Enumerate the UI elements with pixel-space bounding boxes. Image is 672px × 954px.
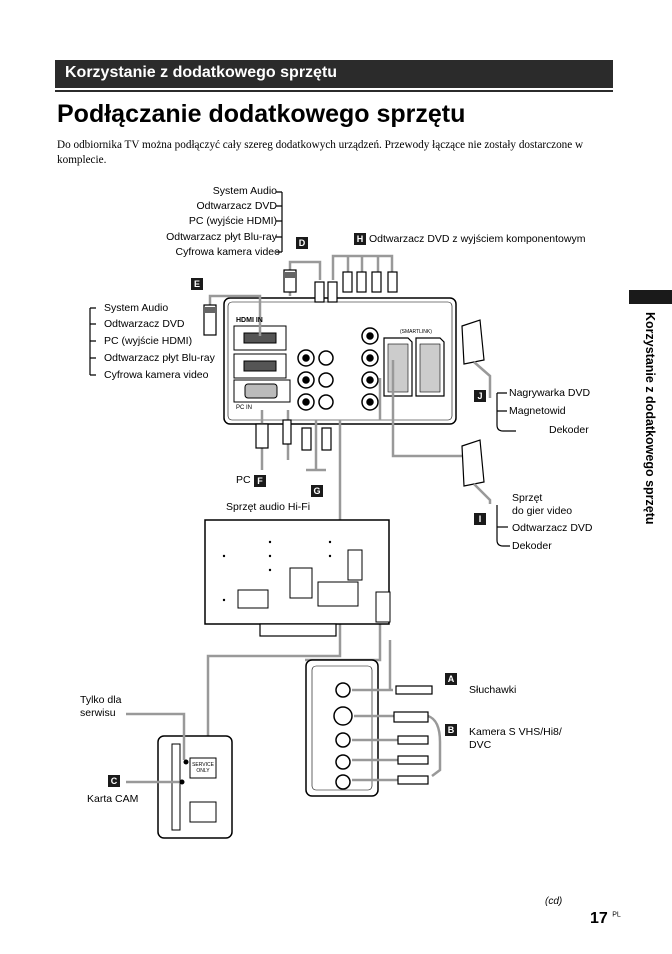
intro-paragraph: Do odbiornika TV można podłączyć cały sz…	[57, 139, 584, 166]
b-label-1: Kamera S VHS/Hi8/	[469, 726, 562, 738]
header-rule	[55, 90, 613, 92]
j-label-3: Dekoder	[549, 424, 589, 436]
page-number: 17 PL	[590, 910, 621, 928]
badge-g: G	[311, 485, 323, 497]
e-label-2: Odtwarzacz DVD	[104, 318, 185, 330]
e-label-5: Cyfrowa kamera video	[104, 369, 209, 381]
d-label-2: Odtwarzacz DVD	[196, 200, 277, 212]
j-label-2: Magnetowid	[509, 405, 566, 417]
badge-a: A	[445, 673, 457, 685]
page-lang: PL	[612, 911, 621, 919]
e-label-1: System Audio	[104, 302, 169, 314]
pc-in-label: PC IN	[236, 405, 253, 411]
continued-note: (cd)	[545, 896, 563, 907]
b-label-2: DVC	[469, 739, 492, 751]
badge-d: D	[296, 237, 308, 249]
badge-c: C	[108, 775, 120, 787]
g-label: Sprzęt audio Hi-Fi	[226, 501, 311, 513]
page-number-value: 17	[590, 910, 608, 927]
badge-j: J	[474, 390, 486, 402]
side-tab-text: Korzystanie z dodatkowego sprzętu	[643, 312, 657, 525]
e-label-3: PC (wyjście HDMI)	[104, 335, 193, 347]
i-label-2: Odtwarzacz DVD	[512, 522, 593, 534]
service-label-2: serwisu	[80, 707, 116, 719]
badge-b: B	[445, 724, 457, 736]
section-header-bar: Korzystanie z dodatkowego sprzętu	[55, 60, 613, 88]
side-tab-marker	[629, 290, 672, 304]
section-header-text: Korzystanie z dodatkowego sprzętu	[65, 64, 338, 81]
c-label: Karta CAM	[87, 793, 139, 805]
hdmi-in-label: HDMI IN	[236, 317, 263, 324]
service-label-1: Tylko dla	[80, 694, 122, 706]
page-title: Podłączanie dodatkowego sprzętu	[57, 100, 466, 128]
i-label-3: Dekoder	[512, 540, 552, 552]
badge-i: I	[474, 513, 486, 525]
f-label: PC	[236, 474, 251, 486]
service-only-label: SERVICE ONLY	[192, 762, 214, 774]
d-label-1: System Audio	[212, 185, 277, 197]
badge-f: F	[254, 475, 266, 487]
badge-e: E	[191, 278, 203, 290]
d-label-4: Odtwarzacz płyt Blu-ray	[166, 231, 277, 243]
d-label-5: Cyfrowa kamera video	[175, 246, 280, 258]
smartlink-label: (SMARTLINK)	[400, 329, 432, 335]
a-label: Słuchawki	[469, 684, 517, 696]
j-label-1: Nagrywarka DVD	[509, 387, 591, 399]
h-label: Odtwarzacz DVD z wyjściem komponentowym	[369, 233, 586, 245]
i-label-1a: Sprzęt	[512, 492, 543, 504]
badge-h: H	[354, 233, 366, 245]
e-label-4: Odtwarzacz płyt Blu-ray	[104, 352, 215, 364]
i-label-1b: do gier video	[512, 505, 573, 517]
d-label-3: PC (wyjście HDMI)	[188, 215, 277, 227]
